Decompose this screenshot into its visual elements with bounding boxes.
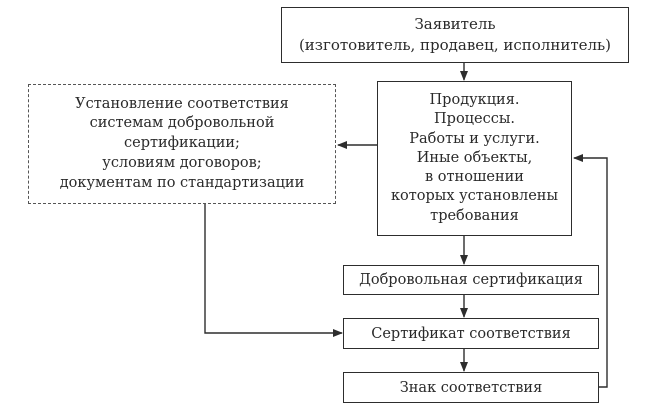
voluntary-certification-box: Добровольная сертификация: [343, 265, 599, 295]
conformity-mark-box: Знак соответствия: [343, 372, 599, 403]
certificate-box: Сертификат соответствия: [343, 318, 599, 349]
products-line: требования: [430, 207, 519, 224]
voluntary-certification-label: Добровольная сертификация: [359, 272, 583, 288]
products-box: Продукция. Процессы. Работы и услуги. Ин…: [377, 81, 572, 236]
conformity-line: сертификации;: [124, 135, 240, 152]
arrow-conformity-to-certificate: [204, 204, 343, 337]
products-line: Работы и услуги.: [409, 130, 540, 147]
conformity-line: Установление соответствия: [75, 95, 289, 112]
applicant-subtitle: (изготовитель, продавец, исполнитель): [298, 36, 612, 54]
products-line: Иные объекты,: [416, 149, 533, 166]
conformity-line: документам по стандартизации: [59, 174, 305, 191]
conformity-box: Установление соответствия системам добро…: [28, 84, 336, 204]
conformity-mark-label: Знак соответствия: [399, 379, 543, 396]
products-line: Процессы.: [434, 111, 515, 128]
products-line: в отношении: [425, 169, 524, 186]
conformity-line: условиям договоров;: [102, 154, 262, 171]
applicant-title: Заявитель: [414, 15, 496, 33]
applicant-box: Заявитель (изготовитель, продавец, испол…: [281, 7, 629, 63]
products-line: которых установлены: [390, 188, 559, 205]
certificate-label: Сертификат соответствия: [371, 325, 571, 342]
conformity-line: системам добровольной: [89, 115, 275, 132]
products-line: Продукция.: [429, 92, 520, 109]
arrow-mark-to-products: [573, 154, 608, 388]
